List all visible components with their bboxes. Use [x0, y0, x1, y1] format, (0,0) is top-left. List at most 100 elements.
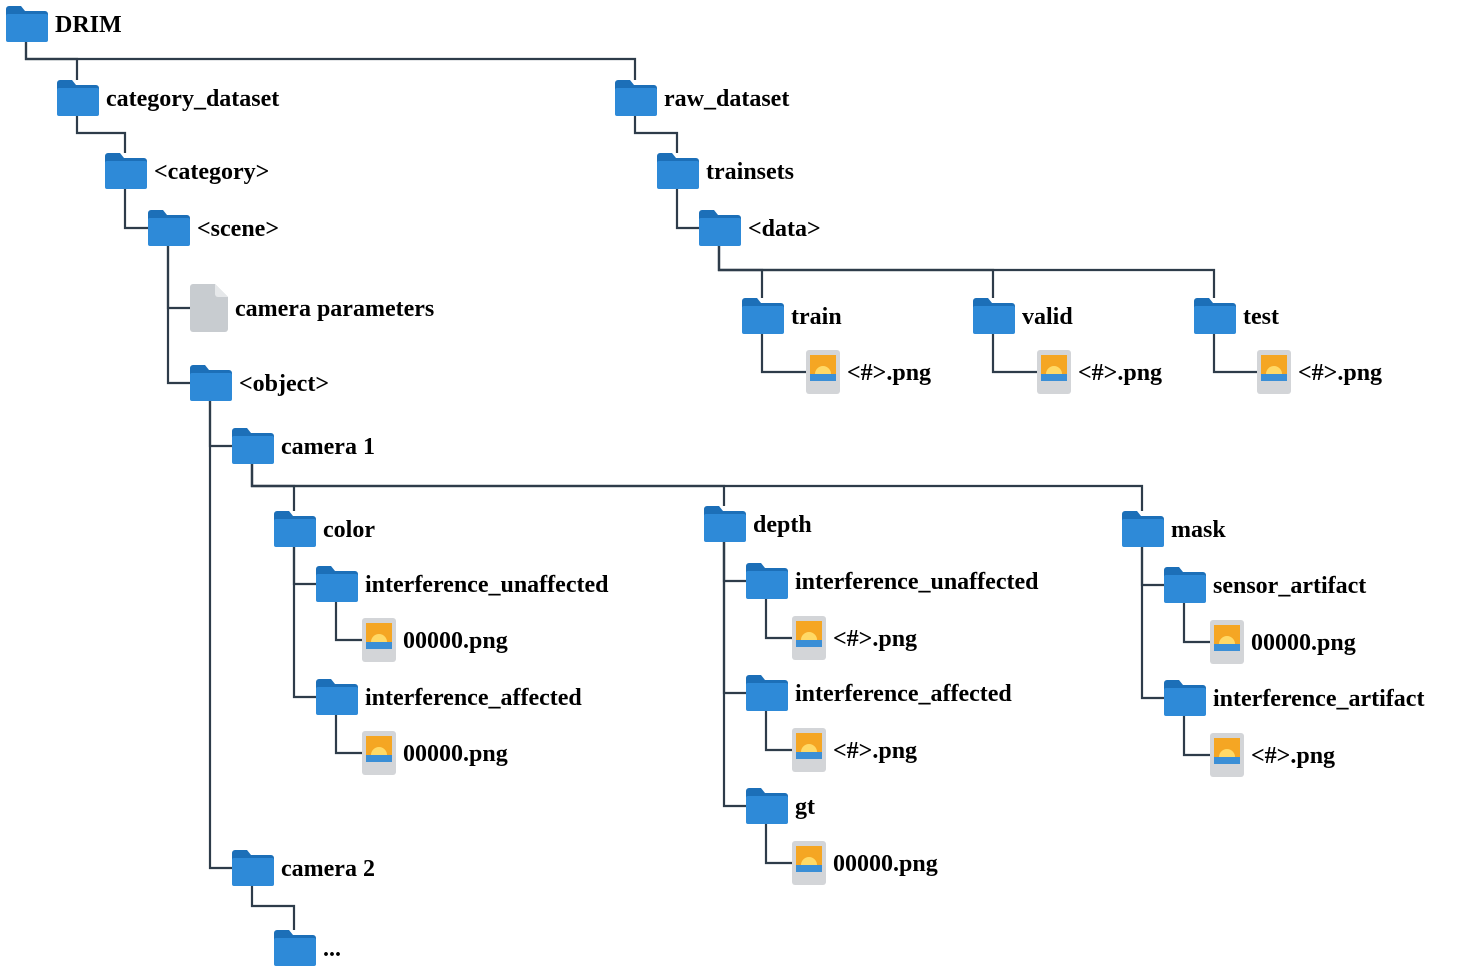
- node-label: interference_affected: [795, 681, 1012, 707]
- connector-category-dataset-to-category: [75, 116, 127, 153]
- node-label: <#>.png: [1251, 743, 1335, 769]
- connector-raw-dataset-to-trainsets: [633, 116, 679, 153]
- tree-node-mask-sensor-artifact[interactable]: sensor_artifact: [1164, 567, 1366, 603]
- node-label: train: [791, 304, 842, 330]
- folder-icon: [1164, 680, 1206, 716]
- tree-node-color-affected-png[interactable]: 00000.png: [362, 731, 508, 775]
- file-icon: [190, 284, 228, 332]
- tree-node-mask[interactable]: mask: [1122, 511, 1226, 547]
- connector-camera-2-to-camera-2-more: [250, 886, 296, 930]
- node-label: sensor_artifact: [1213, 573, 1366, 599]
- node-label: mask: [1171, 517, 1226, 543]
- node-label: interference_affected: [365, 685, 582, 711]
- tree-node-trainsets[interactable]: trainsets: [657, 153, 794, 189]
- tree-node-train[interactable]: train: [742, 298, 842, 334]
- node-label: <#>.png: [833, 626, 917, 652]
- node-label: <#>.png: [1298, 360, 1382, 386]
- node-label: category_dataset: [106, 86, 279, 112]
- node-label: camera 2: [281, 856, 375, 882]
- connector-color-to-color-interference-unaffected: [292, 547, 316, 586]
- folder-icon: [1122, 511, 1164, 547]
- connector-mask-interference-artifact-to-mask-interference-png: [1182, 716, 1210, 757]
- node-label: <category>: [154, 159, 269, 185]
- connector-data-to-valid: [717, 246, 995, 298]
- folder-icon: [232, 428, 274, 464]
- tree-node-depth-affected-png[interactable]: <#>.png: [792, 728, 917, 772]
- node-label: 00000.png: [833, 851, 938, 877]
- node-label: gt: [795, 794, 815, 820]
- tree-node-depth[interactable]: depth: [704, 506, 812, 542]
- tree-node-mask-interference-artifact[interactable]: interference_artifact: [1164, 680, 1424, 716]
- tree-node-train-png[interactable]: <#>.png: [806, 350, 931, 394]
- tree-node-depth-gt[interactable]: gt: [746, 788, 815, 824]
- folder-icon: [657, 153, 699, 189]
- node-label: interference_artifact: [1213, 686, 1424, 712]
- node-label: raw_dataset: [664, 86, 789, 112]
- connector-color-to-color-interference-affected: [292, 547, 316, 699]
- connector-scene-to-object: [166, 246, 190, 385]
- connector-valid-to-valid-png: [991, 334, 1037, 374]
- connector-mask-sensor-artifact-to-mask-sensor-png: [1182, 603, 1210, 644]
- tree-node-camera-2[interactable]: camera 2: [232, 850, 375, 886]
- tree-node-valid-png[interactable]: <#>.png: [1037, 350, 1162, 394]
- node-label: <scene>: [197, 216, 279, 242]
- tree-node-color[interactable]: color: [274, 511, 375, 547]
- connector-depth-interference-unaffected-to-depth-unaffected-png: [764, 599, 792, 640]
- node-label: camera parameters: [235, 296, 434, 322]
- tree-node-color-interference-affected[interactable]: interference_affected: [316, 679, 582, 715]
- connector-data-to-train: [717, 246, 764, 298]
- tree-node-depth-interference-unaffected[interactable]: interference_unaffected: [746, 563, 1039, 599]
- tree-nodes: DRIM category_dataset <category> <scene> cam…: [6, 6, 1424, 966]
- tree-node-data[interactable]: <data>: [699, 210, 821, 246]
- node-label: DRIM: [55, 12, 122, 38]
- node-label: <object>: [239, 371, 329, 397]
- node-label: camera 1: [281, 434, 375, 460]
- folder-icon: [148, 210, 190, 246]
- tree-node-depth-gt-png[interactable]: 00000.png: [792, 841, 938, 885]
- connector-data-to-test: [717, 246, 1216, 298]
- folder-icon: [615, 80, 657, 116]
- tree-node-object[interactable]: <object>: [190, 365, 329, 401]
- tree-node-raw-dataset[interactable]: raw_dataset: [615, 80, 789, 116]
- tree-node-test[interactable]: test: [1194, 298, 1279, 334]
- tree-node-camera-parameters[interactable]: camera parameters: [190, 284, 434, 332]
- image-file-icon: [806, 350, 840, 394]
- tree-node-category[interactable]: <category>: [105, 153, 269, 189]
- tree-node-mask-sensor-png[interactable]: 00000.png: [1210, 620, 1356, 664]
- node-label: trainsets: [706, 159, 794, 185]
- tree-node-depth-interference-affected[interactable]: interference_affected: [746, 675, 1012, 711]
- node-label: <#>.png: [847, 360, 931, 386]
- node-label: <data>: [748, 216, 821, 242]
- tree-node-scene[interactable]: <scene>: [148, 210, 279, 246]
- connector-color-interference-unaffected-to-color-unaffected-png: [334, 602, 362, 642]
- folder-icon: [746, 675, 788, 711]
- image-file-icon: [1210, 733, 1244, 777]
- tree-node-valid[interactable]: valid: [973, 298, 1073, 334]
- folder-icon: [746, 788, 788, 824]
- node-label: interference_unaffected: [795, 569, 1039, 595]
- connector-test-to-test-png: [1212, 334, 1257, 374]
- tree-node-drim[interactable]: DRIM: [6, 6, 122, 42]
- tree-node-color-interference-unaffected[interactable]: interference_unaffected: [316, 566, 609, 602]
- folder-icon: [274, 511, 316, 547]
- node-label: ...: [323, 936, 341, 962]
- node-label: 00000.png: [403, 741, 508, 767]
- folder-icon: [746, 563, 788, 599]
- folder-icon: [105, 153, 147, 189]
- folder-icon: [232, 850, 274, 886]
- connector-depth-interference-affected-to-depth-affected-png: [764, 711, 792, 752]
- folder-icon: [699, 210, 741, 246]
- tree-node-mask-interference-png[interactable]: <#>.png: [1210, 733, 1335, 777]
- tree-node-color-unaffected-png[interactable]: 00000.png: [362, 618, 508, 662]
- node-label: 00000.png: [403, 628, 508, 654]
- tree-node-category-dataset[interactable]: category_dataset: [57, 80, 279, 116]
- image-file-icon: [362, 618, 396, 662]
- tree-node-depth-unaffected-png[interactable]: <#>.png: [792, 616, 917, 660]
- tree-node-camera-2-more[interactable]: ...: [274, 930, 341, 966]
- tree-node-test-png[interactable]: <#>.png: [1257, 350, 1382, 394]
- connector-object-to-camera-1: [208, 401, 232, 448]
- connector-scene-to-camera-parameters: [166, 246, 190, 310]
- tree-node-camera-1[interactable]: camera 1: [232, 428, 375, 464]
- connector-category-to-scene: [123, 189, 148, 230]
